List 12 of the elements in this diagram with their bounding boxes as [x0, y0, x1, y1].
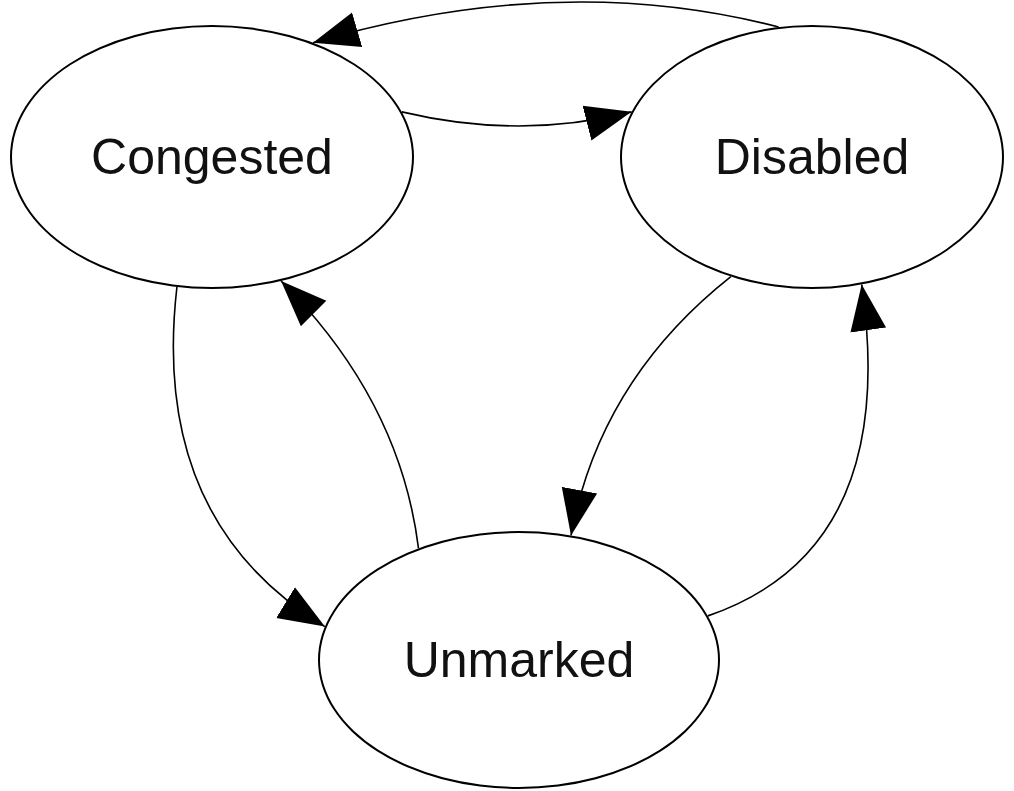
arrow [312, 1, 780, 48]
state-ellipse [10, 25, 414, 289]
arrow [172, 286, 326, 628]
arrow [280, 280, 420, 550]
state-label: Congested [91, 128, 333, 186]
state-label: Unmarked [403, 631, 635, 689]
arrow [707, 283, 885, 617]
arrow [401, 104, 633, 140]
state-ellipse [318, 531, 720, 789]
arrow [563, 275, 732, 537]
state-label: Disabled [714, 128, 910, 186]
state-ellipse [620, 25, 1004, 289]
